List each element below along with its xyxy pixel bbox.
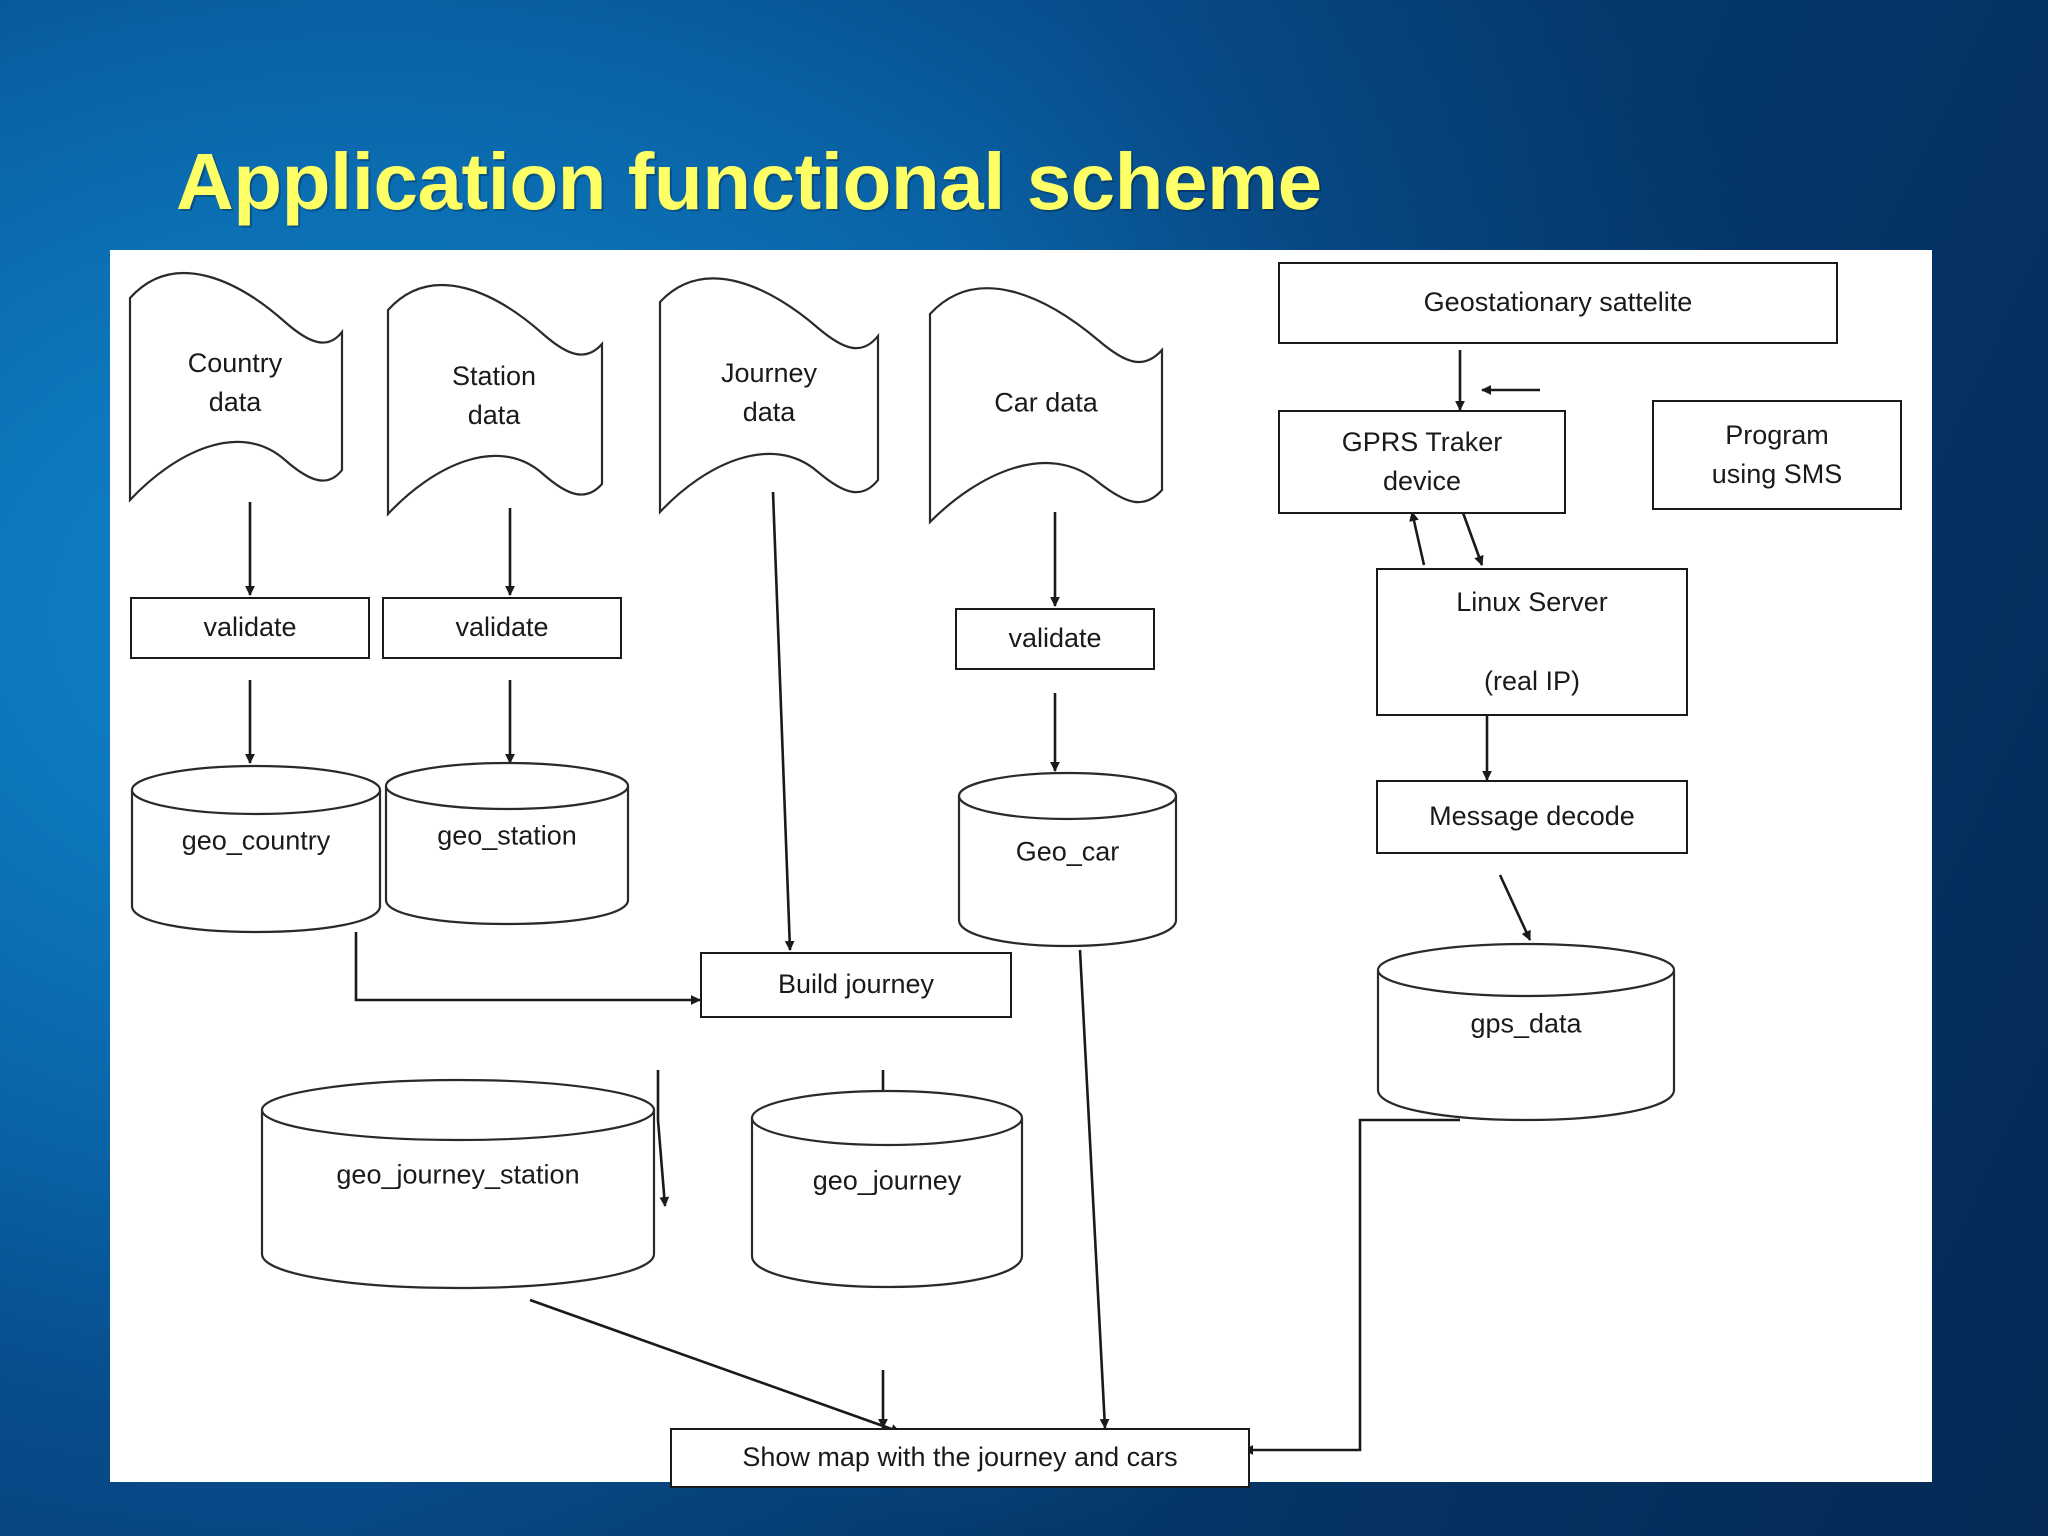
node-station-data[interactable]: Station data xyxy=(378,272,610,520)
node-message-decode[interactable]: Message decode xyxy=(1376,780,1688,854)
node-validate-station[interactable]: validate xyxy=(382,597,622,659)
node-geo-journey[interactable]: geo_journey xyxy=(748,1088,1026,1290)
page-title: Application functional scheme xyxy=(176,137,1322,226)
node-validate-country[interactable]: validate xyxy=(130,597,370,659)
node-gprs-tracker-device[interactable]: GPRS Traker device xyxy=(1278,410,1566,514)
node-message-decode-label: Message decode xyxy=(1429,801,1635,832)
node-gprs-tracker-device-label: GPRS Traker device xyxy=(1341,426,1503,496)
node-geo-car[interactable]: Geo_car xyxy=(955,770,1180,948)
node-car-data[interactable]: Car data xyxy=(920,276,1172,530)
node-geo-country[interactable]: geo_country xyxy=(128,762,384,934)
node-show-map[interactable]: Show map with the journey and cars xyxy=(670,1428,1250,1488)
node-journey-data[interactable]: Journey data xyxy=(650,268,888,518)
node-validate-car-label: validate xyxy=(1008,623,1102,654)
node-show-map-label: Show map with the journey and cars xyxy=(742,1442,1178,1473)
node-linux-server-label: Linux Server (real IP) xyxy=(1456,587,1608,696)
node-geostationary-satellite[interactable]: Geostationary sattelite xyxy=(1278,262,1838,344)
node-build-journey-label: Build journey xyxy=(777,969,935,1000)
node-program-using-sms-label: Program using SMS xyxy=(1711,419,1843,489)
node-validate-car[interactable]: validate xyxy=(955,608,1155,670)
node-validate-country-label: validate xyxy=(203,612,297,643)
node-linux-server[interactable]: Linux Server (real IP) xyxy=(1376,568,1688,716)
node-geostationary-satellite-label: Geostationary sattelite xyxy=(1423,287,1693,318)
node-validate-station-label: validate xyxy=(455,612,549,643)
node-build-journey[interactable]: Build journey xyxy=(700,952,1012,1018)
node-program-using-sms[interactable]: Program using SMS xyxy=(1652,400,1902,510)
diagram-panel: Country data Station data Journey data C… xyxy=(110,250,1932,1488)
node-country-data[interactable]: Country data xyxy=(120,260,350,505)
node-gps-data[interactable]: gps_data xyxy=(1374,940,1678,1122)
node-geo-station[interactable]: geo_station xyxy=(382,760,632,926)
node-geo-journey-station[interactable]: geo_journey_station xyxy=(258,1076,658,1292)
